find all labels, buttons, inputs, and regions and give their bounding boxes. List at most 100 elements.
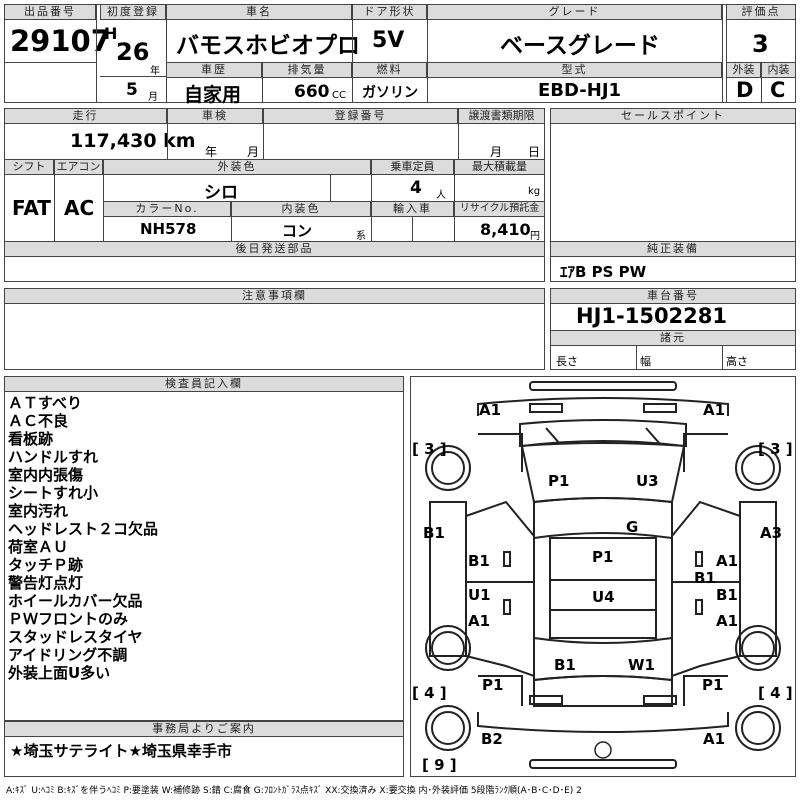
era: H bbox=[104, 24, 118, 43]
color-no-label: カラーNo. bbox=[103, 201, 231, 217]
mileage: 117,430 km bbox=[70, 130, 196, 152]
ac: AC bbox=[64, 196, 95, 220]
mark-b2: B2 bbox=[481, 730, 503, 748]
transfer-day: 日 bbox=[528, 145, 541, 159]
note-item: ヘッドレスト２コ欠品 bbox=[8, 520, 159, 538]
model-label: 型式 bbox=[427, 62, 722, 78]
inspector-box bbox=[4, 376, 404, 721]
first-reg-label: 初度登録 bbox=[100, 4, 166, 20]
note-item: 外装上面U多い bbox=[8, 664, 111, 682]
mark-p1: P1 bbox=[548, 472, 570, 490]
mark-b1: B1 bbox=[423, 524, 445, 542]
chassis-number: HJ1-1502281 bbox=[576, 304, 727, 328]
mark-a1: A1 bbox=[703, 730, 726, 748]
spec-length: 長さ bbox=[556, 355, 578, 368]
car-name-label: 車名 bbox=[166, 4, 352, 20]
lot-no: 29107 bbox=[10, 24, 111, 58]
mark-w1: W1 bbox=[628, 656, 655, 674]
mark-4: [ 4 ] bbox=[758, 684, 793, 702]
office-message: ★埼玉サテライト★埼玉県幸手市 bbox=[10, 742, 232, 760]
int-color-unit: 系 bbox=[356, 231, 366, 242]
color-label: 外装色 bbox=[103, 159, 371, 175]
color: シロ bbox=[204, 183, 238, 203]
ac-label: エアコン bbox=[54, 159, 103, 175]
mark-b1: B1 bbox=[554, 656, 576, 674]
score: 3 bbox=[752, 30, 769, 58]
mark-a1: A1 bbox=[716, 552, 739, 570]
mark-b1: B1 bbox=[694, 569, 716, 587]
mark-a1: A1 bbox=[468, 612, 491, 630]
displacement: 660 bbox=[294, 82, 330, 102]
mark-a3: A3 bbox=[760, 524, 783, 542]
note-item: ホイールカバー欠品 bbox=[8, 592, 143, 610]
mark-a1: A1 bbox=[703, 401, 726, 419]
load-label: 最大積載量 bbox=[454, 159, 545, 175]
transfer-label: 譲渡書類期限 bbox=[458, 108, 545, 124]
reg-year: 26 bbox=[116, 38, 150, 66]
lot-no-label: 出品番号 bbox=[4, 4, 96, 20]
mark-u4: U4 bbox=[592, 588, 615, 606]
mark-a1: A1 bbox=[479, 401, 502, 419]
note-item: 看板跡 bbox=[8, 430, 54, 448]
spec-label: 諸元 bbox=[550, 330, 796, 346]
shift-label: シフト bbox=[4, 159, 54, 175]
capacity: 4 bbox=[410, 178, 422, 198]
mark-9: [ 9 ] bbox=[422, 756, 457, 774]
mark-b1: B1 bbox=[716, 586, 738, 604]
exterior-label: 外装 bbox=[726, 62, 761, 78]
color-no: NH578 bbox=[140, 220, 197, 238]
note-item: ＰＷフロントのみ bbox=[8, 610, 129, 628]
recycle-label: リサイクル預託金 bbox=[454, 201, 545, 217]
interior-label: 内装 bbox=[761, 62, 796, 78]
grade-label: グレード bbox=[427, 4, 722, 20]
sales-point-label: セールスポイント bbox=[550, 108, 796, 124]
mark-u1: U1 bbox=[468, 586, 491, 604]
caution-label: 注意事項欄 bbox=[4, 288, 545, 304]
fuel: ガソリン bbox=[362, 85, 418, 101]
recycle: 8,410 bbox=[480, 220, 531, 239]
mark-g: G bbox=[626, 518, 639, 536]
later-parts-label: 後日発送部品 bbox=[4, 241, 545, 257]
spec-width: 幅 bbox=[640, 355, 651, 368]
mark-u3: U3 bbox=[636, 472, 659, 490]
score-label: 評価点 bbox=[726, 4, 796, 20]
note-item: スタッドレスタイヤ bbox=[8, 628, 143, 646]
mark-3: [ 3 ] bbox=[758, 440, 793, 458]
note-item: ＡＴすべり bbox=[8, 394, 82, 412]
note-item: アイドリング不調 bbox=[8, 646, 128, 664]
shift: FAT bbox=[12, 196, 51, 220]
inspector-label: 検査員記入欄 bbox=[4, 376, 404, 392]
reg-month: 5 bbox=[126, 80, 138, 100]
spec-height: 高さ bbox=[726, 355, 748, 368]
import-label: 輸入車 bbox=[371, 201, 454, 217]
displacement-label: 排気量 bbox=[262, 62, 352, 78]
note-item: タッチＰ跡 bbox=[8, 556, 84, 574]
note-item: 室内汚れ bbox=[8, 502, 69, 520]
mark-a1: A1 bbox=[716, 612, 739, 630]
equip: ｴｱB PS PW bbox=[560, 263, 647, 281]
int-color-label: 内装色 bbox=[231, 201, 371, 217]
interior-grade: C bbox=[770, 78, 786, 102]
mileage-label: 走行 bbox=[4, 108, 167, 124]
yen-unit: 円 bbox=[530, 231, 540, 242]
note-item: シートすれ小 bbox=[8, 484, 99, 502]
office-label: 事務局よりご案内 bbox=[4, 721, 404, 737]
exterior-grade: D bbox=[736, 78, 754, 102]
year-unit: 年 bbox=[150, 66, 160, 77]
history: 自家用 bbox=[184, 84, 242, 106]
fuel-label: 燃料 bbox=[352, 62, 427, 78]
chassis-label: 車台番号 bbox=[550, 288, 796, 304]
mark-p1: P1 bbox=[702, 676, 724, 694]
damage-legend: A:ｷｽﾞ U:ﾍｺﾐ B:ｷｽﾞを伴うﾍｺﾐ P:要塗装 W:補修跡 S:錆 … bbox=[6, 786, 582, 796]
reg-no-label: 登録番号 bbox=[263, 108, 458, 124]
inspector-notes: ＡＴすべり ＡＣ不良 看板跡 ハンドルすれ 室内内張傷 シートすれ小 室内汚れ … bbox=[8, 394, 158, 682]
note-item: 室内内張傷 bbox=[8, 466, 84, 484]
note-item: 警告灯点灯 bbox=[8, 574, 84, 592]
model: EBD-HJ1 bbox=[538, 80, 622, 101]
person-unit: 人 bbox=[436, 190, 446, 201]
capacity-label: 乗車定員 bbox=[371, 159, 454, 175]
history-label: 車歴 bbox=[166, 62, 262, 78]
inspection-label: 車検 bbox=[167, 108, 263, 124]
car-damage-diagram bbox=[425, 381, 781, 769]
grade: ベースグレード bbox=[500, 33, 660, 59]
